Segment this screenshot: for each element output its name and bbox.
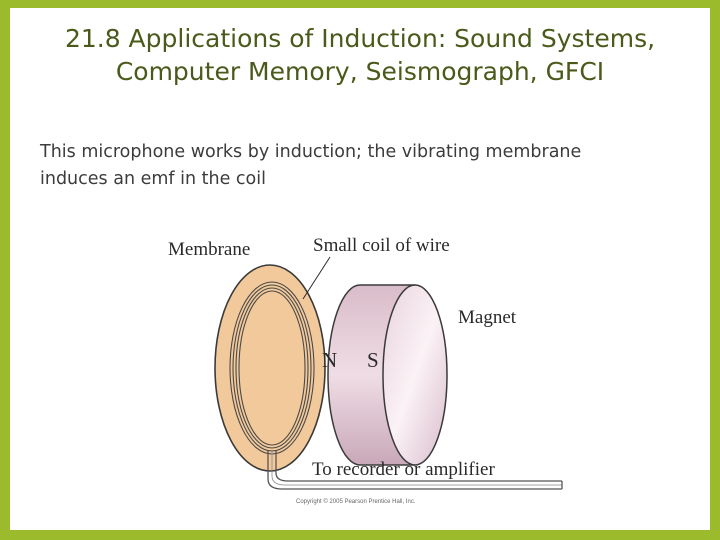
output-label: To recorder or amplifier [312,459,495,480]
microphone-diagram-svg: Membrane Small coil of wire Magnet N S T… [168,235,563,505]
title-line-2: Computer Memory, Seismograph, GFCI [115,57,605,86]
title-line-1: 21.8 Applications of Induction: Sound Sy… [64,24,656,53]
copyright-text: Copyright © 2005 Pearson Prentice Hall, … [296,498,416,505]
membrane-label: Membrane [168,239,250,260]
body-line-1: This microphone works by induction; the … [40,142,582,162]
membrane [214,264,326,472]
body-text: This microphone works by induction; the … [40,139,680,193]
coil-leader-line [302,256,331,300]
magnet [327,284,448,466]
slide-title: 21.8 Applications of Induction: Sound Sy… [10,22,710,88]
output-wire [267,451,563,490]
slide-frame: 21.8 Applications of Induction: Sound Sy… [10,8,710,530]
north-pole-label: N [322,348,337,372]
magnet-label: Magnet [458,307,517,328]
coil-label: Small coil of wire [313,235,450,256]
microphone-diagram: Membrane Small coil of wire Magnet N S T… [150,223,570,508]
south-pole-label: S [367,348,379,372]
body-line-2: induces an emf in the coil [40,169,266,189]
